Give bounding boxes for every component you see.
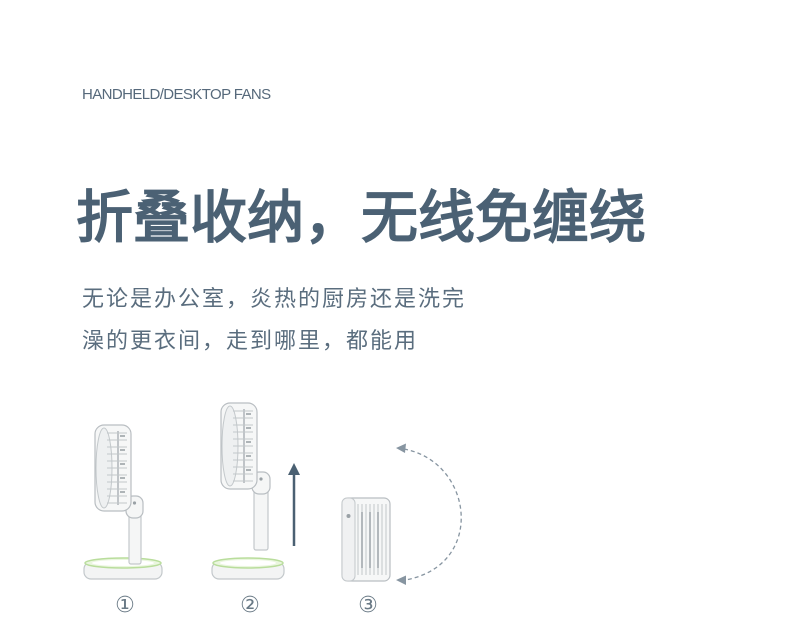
fan-standing-icon: [83, 424, 163, 580]
fold-arrow-head-top: [396, 443, 406, 453]
curved-dashed-arrow-icon: [396, 443, 462, 585]
joint-dot: [132, 501, 137, 505]
fold-arc: [403, 448, 462, 581]
fan-folded-icon: [341, 497, 391, 582]
head-front-face: [221, 405, 239, 487]
fan-pole-lifted-icon: [211, 402, 285, 580]
step-label-1: ①: [115, 593, 135, 618]
fan-base: [83, 557, 163, 580]
description-line-2: 澡的更衣间，走到哪里，都能用: [82, 329, 419, 354]
head-front-face: [95, 427, 113, 509]
up-arrow-head: [288, 463, 300, 475]
up-arrow-icon: [288, 463, 300, 546]
base-body: [83, 561, 163, 580]
fan-joint: [251, 471, 271, 495]
base-top: [92, 560, 154, 566]
power-button: [346, 514, 351, 518]
fan-head: [220, 402, 258, 490]
head-shell: [94, 424, 132, 512]
joint-dot: [259, 477, 263, 481]
base-body: [211, 561, 285, 580]
fold-arrow-head-bottom: [396, 575, 406, 585]
base-top: [220, 560, 276, 566]
fan-pole: [128, 509, 142, 565]
step-label-3: ③: [358, 593, 378, 618]
fan-base: [211, 557, 285, 580]
fan-head: [94, 424, 132, 512]
fan-joint: [125, 495, 144, 519]
base-glow-ring: [84, 557, 162, 569]
fan-pole: [253, 485, 269, 551]
folded-handle: [341, 497, 356, 582]
folded-body: [341, 497, 391, 582]
base-glow-ring: [212, 557, 284, 569]
head-shell: [220, 402, 258, 490]
headline-title: 折叠收纳，无线免缠绕: [76, 185, 646, 251]
description-line-1: 无论是办公室，炎热的厨房还是洗完: [82, 287, 467, 312]
folded-grille: [357, 504, 387, 575]
step-label-2: ②: [240, 593, 260, 618]
category-eyebrow: HANDHELD/DESKTOP FANS: [82, 86, 271, 103]
